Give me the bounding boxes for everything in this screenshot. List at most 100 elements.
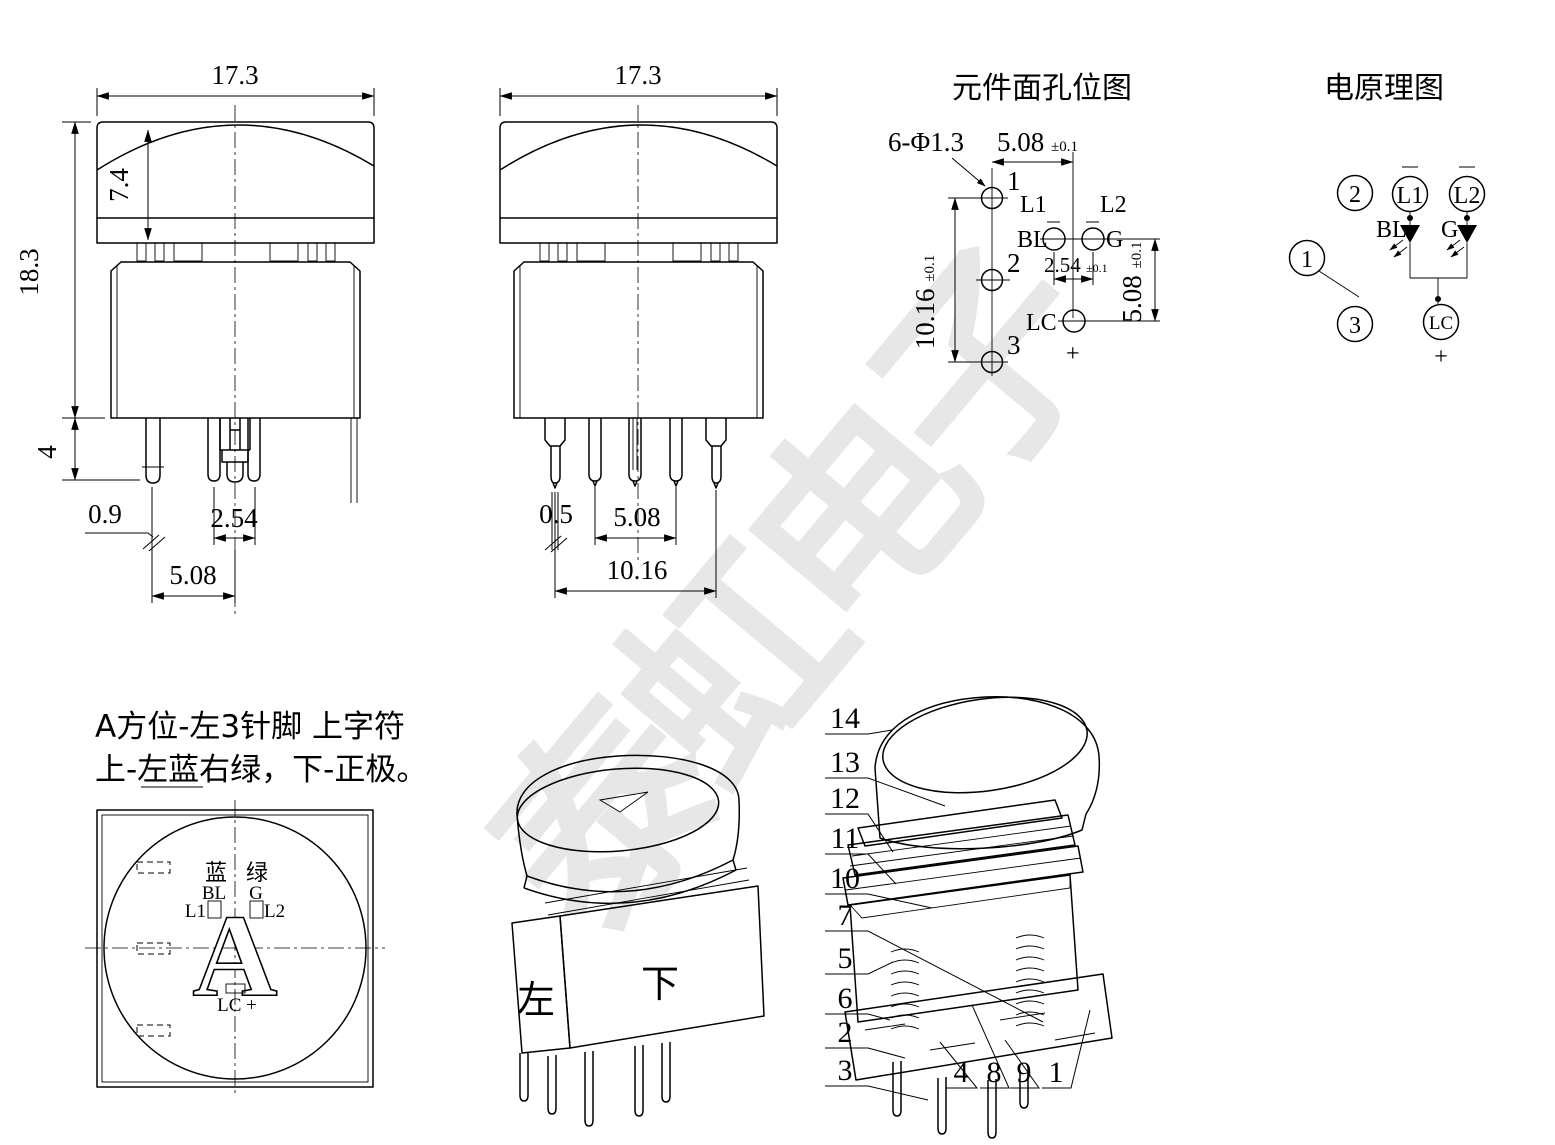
g-led-icon xyxy=(1457,225,1477,243)
front-view-outline xyxy=(96,121,375,503)
lc-label: LC xyxy=(1026,310,1057,336)
callout-6: 6 xyxy=(838,982,853,1015)
lc-polarity-label: + xyxy=(1434,344,1448,370)
green-label: 绿 xyxy=(246,861,268,886)
hole-1-label: 1 xyxy=(1007,166,1021,196)
blue-label: 蓝 xyxy=(205,861,227,886)
dim-front-total-height: 18.3 xyxy=(14,248,44,295)
callout-9: 9 xyxy=(1017,1056,1032,1089)
lc-plus-label: + xyxy=(1066,341,1080,367)
lc-window xyxy=(225,983,246,994)
face-lc-label: LC + xyxy=(217,995,257,1016)
dim-front-pitch-small: 2.54 xyxy=(210,503,258,533)
callout-2: 2 xyxy=(838,1016,853,1049)
node-1-circle xyxy=(1288,239,1326,277)
exploded-callouts-left: 14 13 12 11 10 7 5 6 2 3 xyxy=(825,702,1044,1101)
callout-11: 11 xyxy=(831,822,860,855)
dim-mid-main: 2.54 xyxy=(1044,253,1081,277)
dim-mid: 2.54 ±0.1 xyxy=(1044,253,1108,277)
exploded-plates xyxy=(842,799,1084,906)
callout-7: 7 xyxy=(838,899,853,932)
face-note-line2: 上-左蓝右绿，下-正极。 xyxy=(95,752,427,788)
l2-window xyxy=(249,900,264,919)
node-1-leader xyxy=(1318,270,1360,298)
dim-mid-tol: ±0.1 xyxy=(1086,261,1108,275)
iso-cap-letter-mark xyxy=(598,791,649,813)
dim-side-pitch: 5.08 xyxy=(613,502,660,532)
dim-left: 10.16 ±0.1 xyxy=(910,255,940,349)
iso-left-label: 左 xyxy=(517,978,555,1022)
face-note-line1: A方位-左3针脚 上字符 xyxy=(95,709,405,745)
isometric-view: 左 下 xyxy=(511,754,765,1127)
dim-side-width: 17.3 xyxy=(614,60,661,90)
dim-front-pin-length: 4 xyxy=(32,445,62,459)
dim-front-pitch: 5.08 xyxy=(169,560,216,590)
schematic-wires xyxy=(1318,212,1477,304)
dim-top-tol: ±0.1 xyxy=(1051,139,1078,155)
exploded-cap xyxy=(874,695,1101,850)
callout-1: 1 xyxy=(1049,1056,1064,1089)
hidden-pin-2 xyxy=(136,942,171,955)
dim-top-main: 5.08 xyxy=(997,127,1044,157)
dim-left-main: 10.16 xyxy=(910,288,940,349)
node-l1-label: L1 xyxy=(1397,183,1424,209)
schematic-title: 电原理图 xyxy=(1324,71,1444,106)
callout-5: 5 xyxy=(838,942,853,975)
dim-side-offset: 0.5 xyxy=(539,499,573,529)
exploded-view: 14 13 12 11 10 7 5 6 2 3 xyxy=(825,695,1113,1139)
node-l2-circle xyxy=(1448,175,1486,213)
dim-left-tol: ±0.1 xyxy=(922,255,938,282)
hole-3-label: 3 xyxy=(1007,330,1021,360)
iso-bottom-label: 下 xyxy=(641,962,679,1006)
callout-8: 8 xyxy=(987,1056,1002,1089)
callout-12: 12 xyxy=(830,782,860,815)
callout-3: 3 xyxy=(838,1054,853,1087)
dim-right: 5.08 ±0.1 xyxy=(1117,242,1147,323)
hole-map-title: 元件面孔位图 xyxy=(952,71,1132,106)
dim-right-main: 5.08 xyxy=(1117,275,1147,322)
iso-body xyxy=(511,885,765,1054)
node-3-label: 3 xyxy=(1349,313,1361,339)
node-1-label: 1 xyxy=(1301,247,1313,273)
callout-10: 10 xyxy=(830,862,860,895)
l1-label: L1 xyxy=(1020,192,1047,218)
dim-top: 5.08 ±0.1 xyxy=(997,127,1078,157)
side-dimensions: 17.3 0.5 5.08 10.16 xyxy=(499,60,778,598)
hole-callout-label: 6-Φ1.3 xyxy=(888,127,964,157)
dim-front-width: 17.3 xyxy=(211,60,258,90)
dim-front-cap-height: 7.4 xyxy=(104,168,134,202)
hole-position-map: 元件面孔位图 6-Φ1.3 5.08 ±0.1 1 2 3 xyxy=(888,71,1160,376)
iso-cap xyxy=(516,754,740,905)
front-dimensions: 17.3 7.4 18.3 4 0.9 2.54 5.08 xyxy=(14,60,375,603)
bl-label: BL xyxy=(1017,227,1048,253)
hidden-pin-1 xyxy=(136,861,171,874)
exploded-base xyxy=(844,973,1113,1139)
dim-side-span: 10.16 xyxy=(607,555,668,585)
node-l1-circle xyxy=(1391,175,1429,213)
side-view: 17.3 0.5 5.08 10.16 xyxy=(499,60,778,598)
face-view: A方位-左3针脚 上字符 上-左蓝右绿，下-正极。 蓝 绿 BL G L1 L2… xyxy=(85,709,427,1097)
callout-4: 4 xyxy=(954,1056,969,1089)
bl-led-label: BL xyxy=(1376,217,1407,243)
face-g-label: G xyxy=(249,883,263,904)
face-letter: A xyxy=(192,890,277,1021)
front-view-pins xyxy=(142,418,261,484)
l2-label: L2 xyxy=(1100,192,1127,218)
exploded-springs xyxy=(890,934,1045,1030)
front-view: 17.3 7.4 18.3 4 0.9 2.54 5.08 xyxy=(14,60,375,615)
g-label: G xyxy=(1106,227,1123,253)
iso-pins xyxy=(519,1042,671,1127)
node-lc-circle xyxy=(1422,303,1460,341)
hole-2-label: 2 xyxy=(1007,248,1021,278)
side-view-outline xyxy=(499,121,778,419)
bl-led-icon xyxy=(1400,225,1420,243)
g-led-label: G xyxy=(1441,217,1458,243)
iso-neck-lines xyxy=(544,867,750,916)
face-bl-label: BL xyxy=(202,883,226,904)
face-l2-label: L2 xyxy=(264,901,285,922)
exploded-housing xyxy=(849,874,1079,1023)
dim-front-pin-width: 0.9 xyxy=(88,499,122,529)
callout-14: 14 xyxy=(830,702,860,735)
